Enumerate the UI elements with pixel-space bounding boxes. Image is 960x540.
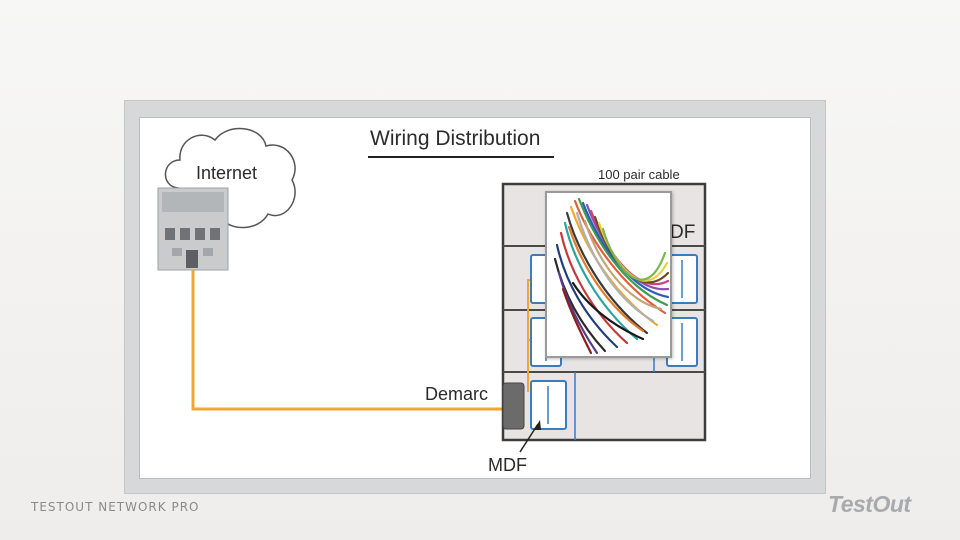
mdf-label: MDF bbox=[488, 455, 527, 475]
mdf-arrow bbox=[519, 420, 541, 453]
cable-strands bbox=[553, 197, 670, 355]
demarc-label: Demarc bbox=[425, 384, 489, 404]
diagram-title: Wiring Distribution bbox=[370, 127, 541, 150]
building-icon bbox=[157, 187, 229, 271]
title-underline bbox=[368, 156, 554, 158]
internet-label: Internet bbox=[196, 163, 258, 183]
cable-bundle-photo bbox=[545, 191, 672, 358]
punch-block-right-2 bbox=[666, 317, 698, 367]
testout-logo: TestOut bbox=[828, 491, 911, 517]
course-footer: TESTOUT NETWORK PRO bbox=[31, 500, 200, 514]
idf-label: DF bbox=[670, 222, 696, 243]
cable-label: 100 pair cable bbox=[598, 167, 680, 182]
punch-block-mdf bbox=[530, 380, 567, 430]
demarc-box bbox=[502, 382, 525, 430]
